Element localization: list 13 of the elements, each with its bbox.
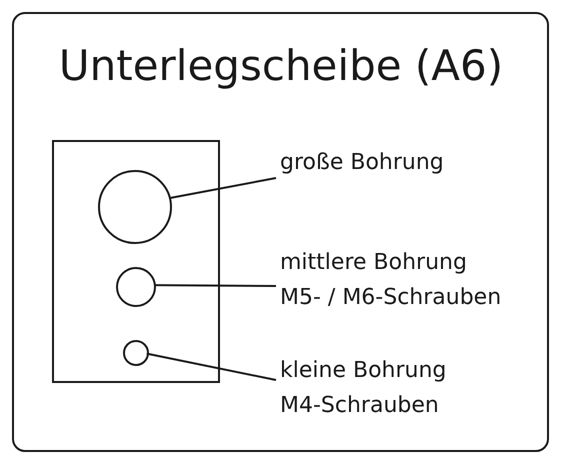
title: Unterlegscheibe (A6) [58, 40, 504, 92]
leader-line [154, 284, 276, 287]
leader-line [169, 177, 276, 200]
label-text: große Bohrung [280, 149, 445, 177]
hole-circle [116, 267, 156, 307]
label-text: mittlere Bohrung [280, 249, 468, 277]
washer-plate [52, 140, 220, 383]
label-text: kleine Bohrung [280, 357, 448, 385]
label-text: M4-Schrauben [280, 392, 440, 420]
label-text: M5- / M6-Schrauben [280, 284, 502, 312]
leader-line [146, 352, 276, 381]
hole-circle [98, 170, 172, 244]
hole-circle [123, 340, 149, 366]
